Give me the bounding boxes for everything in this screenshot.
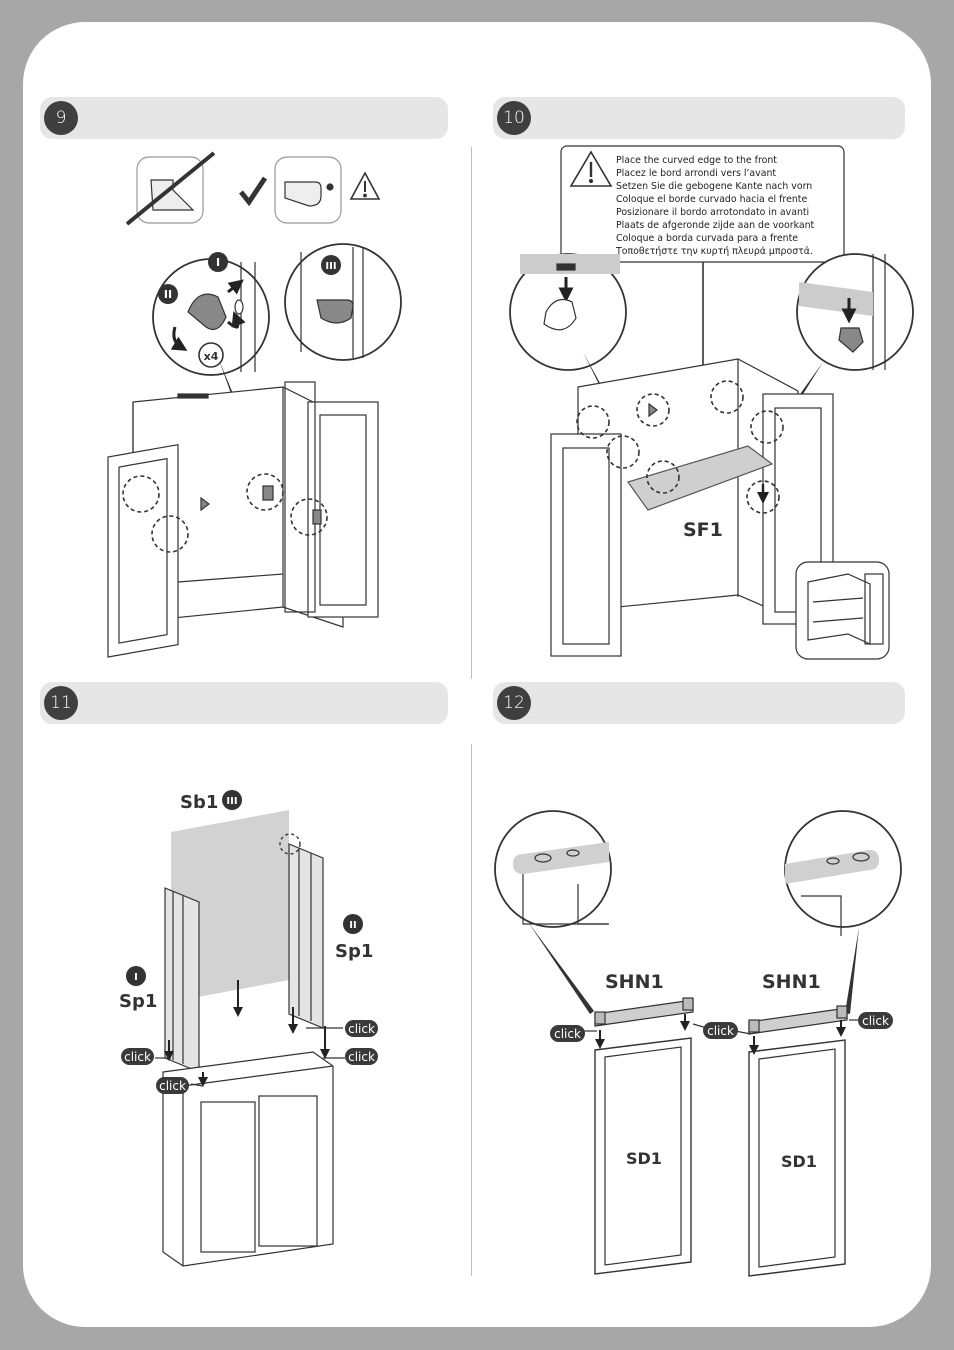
back-panel-shape (171, 810, 289, 1002)
svg-text:Place the curved edge to the f: Place the curved edge to the front (616, 155, 777, 166)
step-9-roman-3: III (325, 261, 336, 272)
step-10-illustration (509, 145, 914, 660)
step-11-header: 11 (40, 682, 448, 724)
step-9-roman-1: I (216, 256, 220, 269)
svg-text:Posizionare il bordo arrotonda: Posizionare il bordo arrotondato in avan… (616, 207, 809, 218)
column-divider-top (471, 147, 472, 679)
step-9-number: 9 (44, 101, 78, 135)
door-left (594, 1037, 692, 1275)
click-label: click (159, 1079, 186, 1093)
click-bubble (858, 1012, 893, 1029)
step-10-notice-text: Place the curved edge to the front Place… (615, 155, 815, 257)
step-12-door-left-label: SD1 (626, 1149, 662, 1168)
svg-text:Coloque a borda curvada para a: Coloque a borda curvada para a frente (616, 233, 798, 244)
step-11-back-panel-label: Sb1 (180, 792, 218, 813)
step-10-part-label: SF1 (683, 519, 723, 541)
step-11-number: 11 (44, 686, 78, 720)
click-label: click (124, 1050, 151, 1064)
step-10-header: 10 (493, 97, 905, 139)
step-9-roman-2: II (164, 288, 172, 301)
click-bubble (345, 1048, 378, 1065)
step-12-header: 12 (493, 682, 905, 724)
click-bubble (156, 1077, 189, 1094)
step-11-right-roman: II (349, 920, 356, 931)
step-11-right-panel-label: Sp1 (335, 941, 373, 962)
door-right (748, 1039, 846, 1277)
step-12-illustration (494, 810, 902, 1277)
count-badge (198, 342, 224, 368)
step-11-left-roman: I (134, 972, 138, 983)
click-bubble (550, 1025, 585, 1042)
step-12-hinge-right-label: SHN1 (762, 971, 821, 993)
svg-text:Placez le bord arrondi vers l’: Placez le bord arrondi vers l’avant (616, 168, 776, 179)
step-10-number: 10 (497, 101, 531, 135)
step-12-hinge-left-label: SHN1 (605, 971, 664, 993)
click-label: click (554, 1027, 581, 1041)
click-label: click (862, 1014, 889, 1028)
assembly-illustrations: x4 I II III Place the curved edge to the… (107, 145, 914, 1277)
click-label: click (707, 1024, 734, 1038)
step-9-count: x4 (204, 350, 219, 363)
click-label: click (348, 1022, 375, 1036)
checkmark-icon (239, 176, 268, 207)
svg-text:Τοποθετήστε την κυρτή πλευρά μ: Τοποθετήστε την κυρτή πλευρά μπροστά. (615, 246, 813, 257)
step-11-left-panel-label: Sp1 (119, 991, 157, 1012)
step-11-illustration (121, 790, 378, 1267)
step-12-number: 12 (497, 686, 531, 720)
step-9-header: 9 (40, 97, 448, 139)
svg-text:Coloque el borde curvado hacia: Coloque el borde curvado hacia el frente (616, 194, 807, 205)
click-bubble (121, 1048, 154, 1065)
svg-text:Setzen Sie die gebogene Kante: Setzen Sie die gebogene Kante nach vorn (616, 181, 812, 192)
strike-through-icon (125, 151, 216, 226)
instruction-page: 9 10 11 12 (23, 22, 931, 1327)
step-12-door-right-label: SD1 (781, 1152, 817, 1171)
click-bubble (345, 1020, 378, 1037)
click-label: click (348, 1050, 375, 1064)
step-11-back-roman: III (226, 796, 237, 807)
svg-text:Plaats de afgeronde zijde aan: Plaats de afgeronde zijde aan de voorkan… (616, 220, 815, 231)
column-divider-bottom (471, 744, 472, 1276)
click-bubble (703, 1022, 738, 1039)
step-9-illustration (107, 151, 402, 658)
